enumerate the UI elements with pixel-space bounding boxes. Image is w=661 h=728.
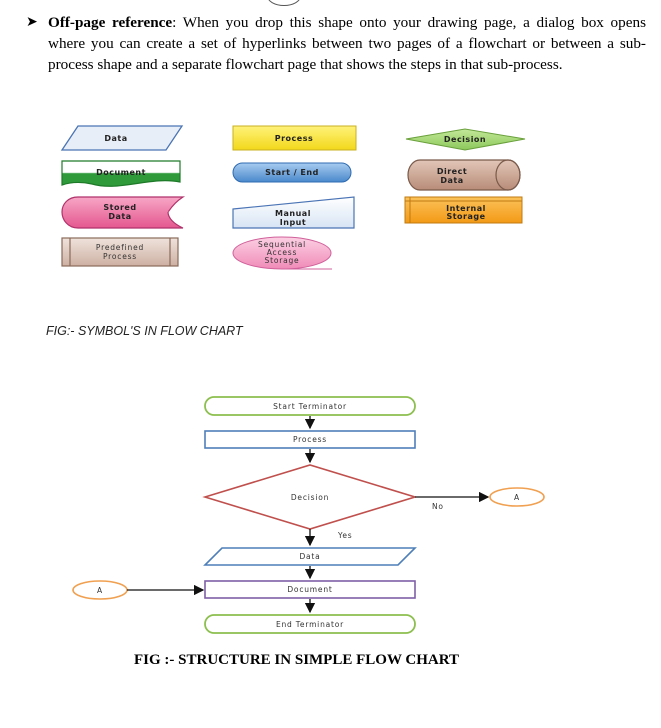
process-symbol: Process bbox=[232, 125, 357, 151]
paragraph-body: : When you drop this shape onto your dra… bbox=[48, 14, 646, 73]
sequential-label-2: Access bbox=[267, 248, 297, 257]
start-end-symbol: Start / End bbox=[232, 162, 352, 183]
bullet-arrow-icon: ➤ bbox=[26, 15, 38, 30]
no-label: No bbox=[432, 502, 444, 511]
yes-label: Yes bbox=[337, 531, 353, 540]
decision-diamond-label: Decision bbox=[291, 493, 329, 502]
connector-a-right: A bbox=[489, 487, 545, 507]
document-box: Document bbox=[204, 580, 416, 599]
internal-storage-label-1: Internal bbox=[446, 204, 486, 213]
stored-data-symbol: Stored Data bbox=[61, 196, 186, 229]
sequential-label-3: Storage bbox=[265, 256, 300, 265]
decision-diamond: Decision bbox=[202, 464, 418, 530]
data-symbol-label: Data bbox=[104, 134, 127, 143]
direct-data-label-1: Direct bbox=[437, 167, 467, 176]
start-terminator-label: Start Terminator bbox=[273, 402, 347, 411]
connector-a-left: A bbox=[72, 580, 128, 600]
direct-data-label-2: Data bbox=[440, 176, 463, 185]
sequential-label-1: Sequential bbox=[258, 240, 306, 249]
process-symbol-label: Process bbox=[275, 134, 314, 143]
data-parallelogram-label: Data bbox=[299, 552, 320, 561]
sequential-access-storage-symbol: Sequential Access Storage bbox=[232, 236, 332, 270]
document-symbol-label: Document bbox=[96, 168, 146, 177]
direct-data-symbol: Direct Data bbox=[407, 159, 521, 191]
process-box: Process bbox=[204, 430, 416, 449]
connector-a-right-label: A bbox=[514, 493, 520, 502]
internal-storage-label-2: Storage bbox=[446, 212, 485, 221]
predefined-process-symbol: Predefined Process bbox=[61, 237, 179, 267]
process-box-label: Process bbox=[293, 435, 327, 444]
end-terminator-label: End Terminator bbox=[276, 620, 344, 629]
start-end-symbol-label: Start / End bbox=[265, 168, 319, 177]
data-symbol: Data bbox=[60, 125, 184, 151]
connector-a-left-label: A bbox=[97, 586, 103, 595]
end-terminator: End Terminator bbox=[204, 614, 416, 634]
stored-data-label-2: Data bbox=[108, 212, 131, 221]
decision-symbol-label: Decision bbox=[444, 135, 486, 144]
data-parallelogram: Data bbox=[203, 547, 417, 566]
manual-input-label-1: Manual bbox=[275, 209, 311, 218]
caption-symbols: FIG:- SYMBOL'S IN FLOW CHART bbox=[46, 324, 243, 338]
predefined-process-label-2: Process bbox=[103, 252, 137, 261]
start-terminator: Start Terminator bbox=[204, 396, 416, 416]
structure-flowchart: Start Terminator Process Decision No A Y… bbox=[72, 396, 545, 634]
stored-data-label-1: Stored bbox=[103, 203, 136, 212]
manual-input-symbol: Manual Input bbox=[232, 196, 355, 229]
internal-storage-symbol: Internal Storage bbox=[404, 196, 523, 224]
manual-input-label-2: Input bbox=[280, 218, 306, 227]
caption-structure: FIG :- STRUCTURE IN SIMPLE FLOW CHART bbox=[134, 652, 460, 668]
off-page-reference-paragraph: ➤ Off-page reference: When you drop this… bbox=[26, 12, 646, 75]
term-off-page-reference: Off-page reference bbox=[48, 14, 173, 31]
document-symbol: Document bbox=[61, 160, 181, 187]
document-box-label: Document bbox=[287, 585, 332, 594]
decision-symbol: Decision bbox=[405, 128, 526, 151]
predefined-process-label-1: Predefined bbox=[96, 243, 144, 252]
